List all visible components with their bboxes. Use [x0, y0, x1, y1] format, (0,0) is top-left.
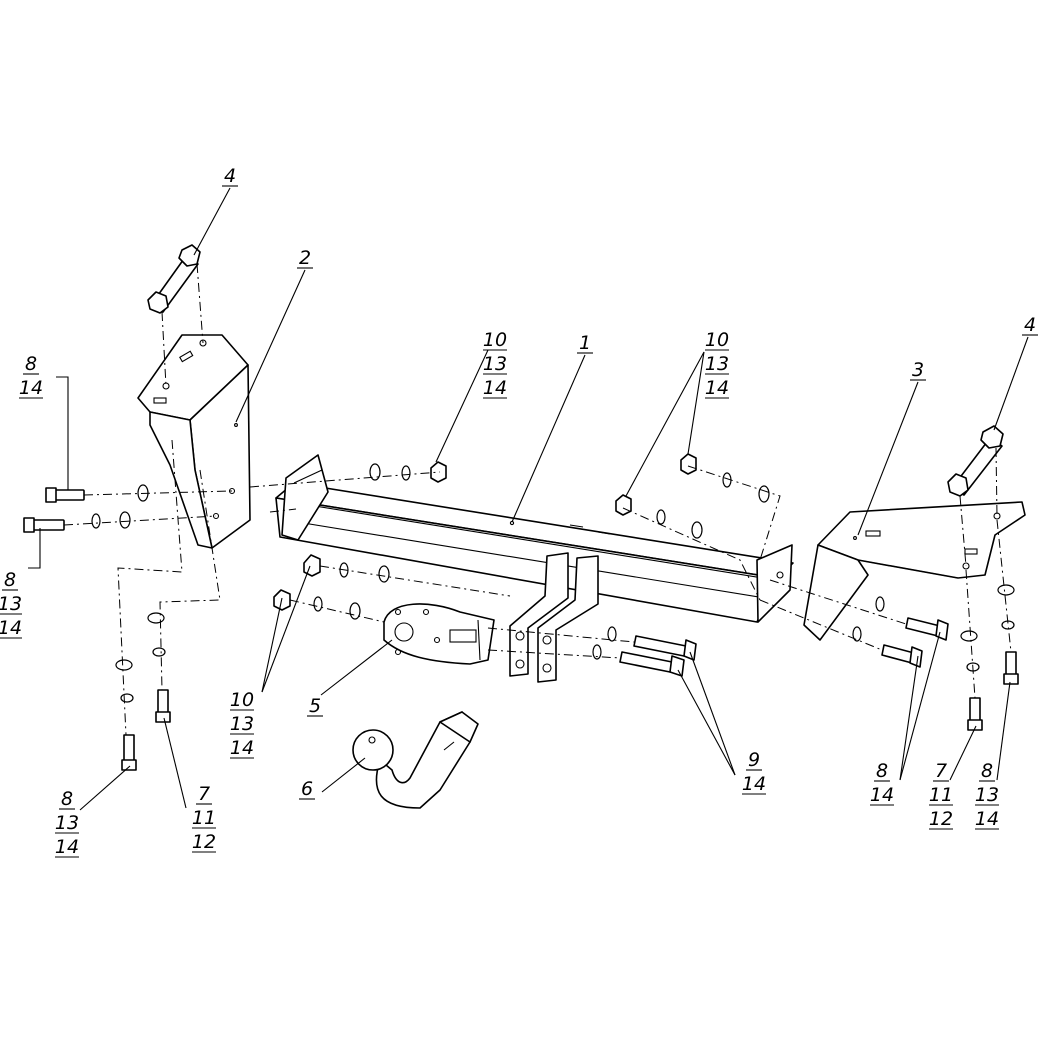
- callout-number: 7: [198, 783, 210, 805]
- callout-number: 10: [230, 689, 254, 711]
- callout-number: 7: [935, 760, 947, 782]
- callout-number: 12: [192, 831, 216, 853]
- nuts: [273, 453, 697, 611]
- callout-number: 13: [975, 784, 999, 806]
- left-strap: [147, 244, 201, 314]
- callout-number: 14: [483, 377, 507, 399]
- callout-number: 4: [1024, 314, 1036, 336]
- callout-c4b: 4: [1022, 314, 1038, 336]
- callout-number: 14: [0, 617, 22, 639]
- callout-number: 13: [705, 353, 729, 375]
- callout-number: 14: [19, 377, 43, 399]
- callout-c9: 914: [742, 749, 766, 795]
- leader-lines: [28, 187, 1029, 811]
- callout-number: 13: [55, 812, 79, 834]
- callout-number: 6: [301, 778, 313, 800]
- callout-number: 10: [483, 329, 507, 351]
- right-strap: [947, 425, 1004, 497]
- callout-c2: 2: [297, 247, 313, 269]
- callout-c4a: 4: [222, 165, 238, 187]
- callout-number: 14: [742, 773, 766, 795]
- callout-c6: 6: [299, 778, 315, 800]
- callout-number: 14: [705, 377, 729, 399]
- callout-number: 8: [876, 760, 888, 782]
- left-bracket: [137, 334, 251, 549]
- callout-number: 3: [912, 359, 924, 381]
- callout-number: 5: [309, 695, 321, 717]
- callout-c8d: 814: [870, 760, 894, 806]
- callout-number: 2: [299, 247, 311, 269]
- washers: [91, 463, 1015, 703]
- callout-number: 11: [929, 784, 953, 806]
- callout-number: 8: [4, 569, 16, 591]
- callout-number: 4: [224, 165, 236, 187]
- center-brackets: [509, 552, 599, 683]
- callout-number: 14: [975, 808, 999, 830]
- cross-beam: [275, 454, 794, 623]
- callout-number: 13: [0, 593, 22, 615]
- callout-number: 8: [25, 353, 37, 375]
- callout-number: 8: [61, 788, 73, 810]
- callout-number: 14: [55, 836, 79, 858]
- callout-c8a: 814: [19, 353, 43, 399]
- callout-number: 13: [230, 713, 254, 735]
- callout-number: 11: [192, 807, 216, 829]
- callout-number: 10: [705, 329, 729, 351]
- tow-ball: [352, 711, 479, 809]
- callout-number: 13: [483, 353, 507, 375]
- callout-number: 14: [870, 784, 894, 806]
- callout-c1: 1: [577, 332, 593, 354]
- callout-number: 8: [981, 760, 993, 782]
- ball-mount-plate: [383, 603, 495, 665]
- callout-number: 12: [929, 808, 953, 830]
- callout-number: 14: [230, 737, 254, 759]
- callout-number: 1: [579, 332, 591, 354]
- callout-c5: 5: [307, 695, 323, 717]
- callout-number: 9: [748, 749, 760, 771]
- callout-c3: 3: [910, 359, 926, 381]
- right-bracket: [803, 501, 1026, 641]
- assembly-centerlines: [63, 263, 1012, 736]
- bolts: [23, 487, 1019, 771]
